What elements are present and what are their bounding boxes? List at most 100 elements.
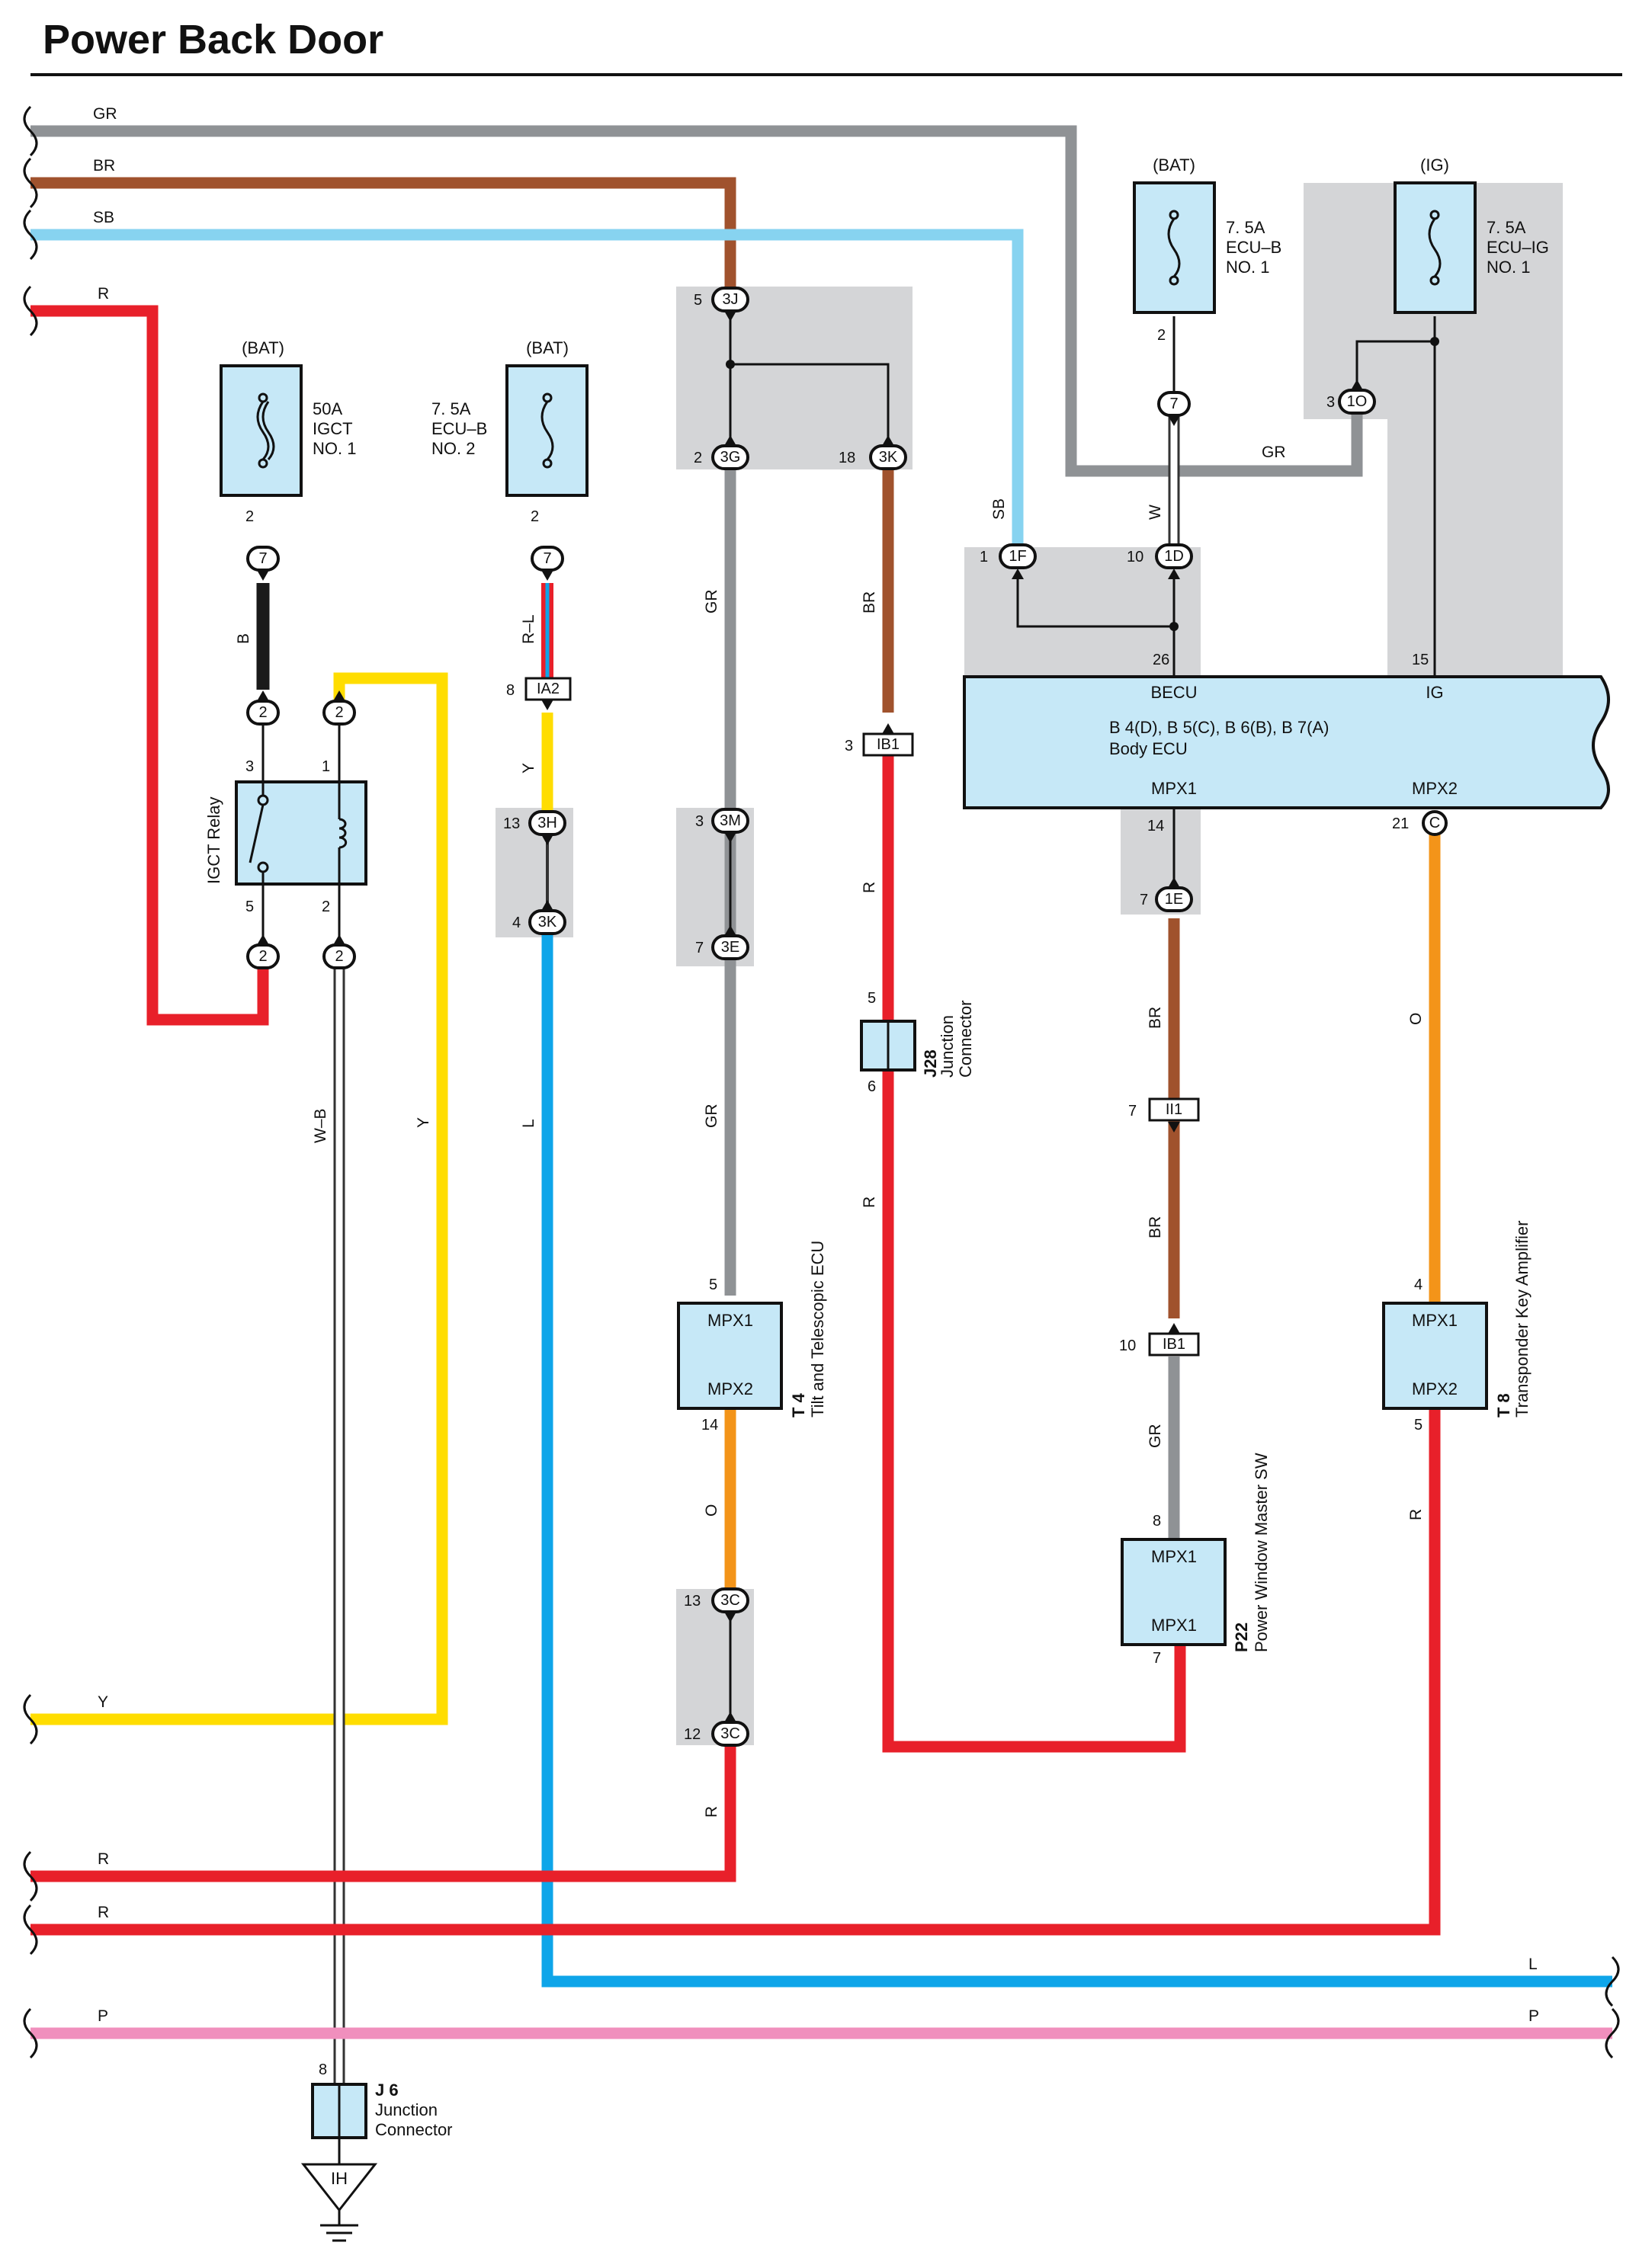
conn-7-ecub1: 7: [1157, 391, 1191, 417]
label-r-bottom1: R: [98, 1850, 109, 1868]
fuse-igct-rating: 50A: [313, 399, 342, 418]
svg-text:IB1: IB1: [877, 736, 900, 753]
t4-code: T 4: [789, 1392, 808, 1418]
svg-text:R: R: [703, 1806, 720, 1818]
conn-2-d: 2: [322, 943, 356, 969]
wire-sb-top: [30, 229, 1024, 545]
svg-text:13: 13: [503, 815, 520, 832]
svg-text:6: 6: [868, 1078, 876, 1095]
p22-mpx1a: MPX1: [1151, 1547, 1197, 1566]
fuse-ecub2-name: ECU–B: [431, 419, 487, 438]
svg-text:Y: Y: [520, 763, 537, 774]
svg-text:3: 3: [695, 813, 704, 830]
svg-text:15: 15: [1412, 652, 1429, 668]
svg-text:3: 3: [245, 758, 254, 775]
svg-text:7: 7: [258, 550, 267, 567]
ecu-name: Body ECU: [1109, 739, 1188, 758]
svg-text:3G: 3G: [720, 449, 741, 466]
t4-mpx1: MPX1: [707, 1311, 753, 1330]
j6-name1: Junction: [375, 2100, 438, 2119]
svg-text:2: 2: [245, 508, 254, 525]
svg-text:2: 2: [335, 704, 343, 721]
label-r-bottom2: R: [98, 1904, 109, 1921]
svg-text:3C: 3C: [720, 1592, 740, 1609]
p22-code: P22: [1232, 1623, 1251, 1652]
fuse-ecuig: (IG) 7. 5A ECU–IG NO. 1: [1394, 155, 1549, 314]
svg-text:IA2: IA2: [537, 681, 560, 697]
connector-arrows: [257, 311, 1363, 1722]
svg-text:GR: GR: [1262, 444, 1286, 461]
label-p-right: P: [1528, 2007, 1539, 2025]
p22-name: Power Window Master SW: [1252, 1453, 1271, 1652]
conn-IB1-a: IB1: [862, 732, 914, 757]
conn-3G: 3G: [711, 444, 749, 470]
ecu-becu: BECU: [1150, 683, 1197, 702]
svg-text:O: O: [1407, 1013, 1425, 1025]
svg-text:3E: 3E: [721, 939, 739, 956]
ecu-ig: IG: [1426, 683, 1443, 702]
body-ecu: BECU IG B 4(D), B 5(C), B 6(B), B 7(A) B…: [963, 675, 1610, 809]
svg-text:5: 5: [694, 292, 702, 309]
wire-r-top: [30, 305, 269, 1026]
svg-text:3: 3: [845, 738, 853, 754]
svg-text:B: B: [235, 633, 252, 644]
svg-text:Y: Y: [415, 1117, 432, 1128]
conn-C: C: [1422, 810, 1448, 836]
svg-text:5: 5: [245, 899, 254, 915]
wire-br-top: [30, 177, 736, 288]
svg-text:W–B: W–B: [312, 1108, 329, 1143]
page-title: Power Back Door: [43, 17, 383, 62]
conn-2-a: 2: [246, 700, 280, 726]
svg-text:1F: 1F: [1009, 548, 1026, 565]
svg-text:R: R: [861, 1196, 878, 1208]
conn-3K: 3K: [528, 909, 566, 935]
conn-3J: 3J: [711, 287, 749, 312]
label-gr-top: GR: [93, 105, 117, 123]
label-p-left: P: [98, 2007, 108, 2025]
svg-text:4: 4: [512, 915, 521, 931]
conn-3C-b: 3C: [711, 1721, 749, 1747]
svg-text:8: 8: [506, 682, 515, 699]
ecu-codes: B 4(D), B 5(C), B 6(B), B 7(A): [1109, 718, 1329, 737]
svg-text:BR: BR: [861, 591, 878, 613]
svg-text:18: 18: [839, 450, 855, 466]
svg-text:7: 7: [1169, 396, 1178, 412]
svg-text:BR: BR: [1147, 1216, 1164, 1238]
conn-3K-top: 3K: [869, 444, 907, 470]
svg-text:5: 5: [868, 990, 876, 1007]
fuse-ecub1-source: (BAT): [1153, 155, 1195, 175]
svg-text:2: 2: [258, 948, 267, 965]
fuse-ecub2-source: (BAT): [526, 338, 569, 357]
wire-ig: [1355, 316, 1436, 677]
p22-mpx1b: MPX1: [1151, 1616, 1197, 1635]
conn-II1: II1: [1148, 1097, 1200, 1122]
conn-3C-a: 3C: [711, 1587, 749, 1613]
fuse-igct-name: IGCT: [313, 419, 353, 438]
ground-label: IH: [331, 2169, 348, 2188]
wire-r-3c: [30, 1745, 736, 1882]
conn-IA2: IA2: [524, 677, 572, 701]
svg-text:O: O: [703, 1504, 720, 1517]
svg-text:13: 13: [684, 1593, 701, 1610]
fuse-ecuig-rating: 7. 5A: [1487, 218, 1526, 237]
svg-text:L: L: [520, 1119, 537, 1128]
fuse-igct: (BAT) 50A IGCT NO. 1: [220, 338, 356, 497]
svg-text:26: 26: [1153, 652, 1169, 668]
component-p22: MPX1 MPX1 P22 Power Window Master SW: [1121, 1453, 1271, 1652]
junction-dots: [726, 337, 1439, 631]
svg-text:1E: 1E: [1165, 891, 1183, 908]
conn-7-igct: 7: [246, 546, 280, 572]
fuse-ecub1: (BAT) 7. 5A ECU–B NO. 1: [1133, 155, 1281, 314]
fuse-ecuig-source: (IG): [1420, 155, 1449, 175]
ecu-mpx2: MPX2: [1412, 779, 1458, 798]
svg-text:R–L: R–L: [520, 614, 537, 644]
label-r-top: R: [98, 285, 109, 303]
svg-text:4: 4: [1414, 1277, 1422, 1293]
fuse-ecuig-name: ECU–IG: [1487, 238, 1549, 257]
svg-text:7: 7: [695, 940, 704, 956]
junction-shading: [496, 183, 1563, 1745]
fuse-igct-source: (BAT): [242, 338, 284, 357]
component-t8: MPX1 MPX2 T 8 Transponder Key Amplifier: [1382, 1221, 1532, 1418]
svg-text:BR: BR: [1147, 1007, 1164, 1029]
conn-3H: 3H: [528, 810, 566, 836]
